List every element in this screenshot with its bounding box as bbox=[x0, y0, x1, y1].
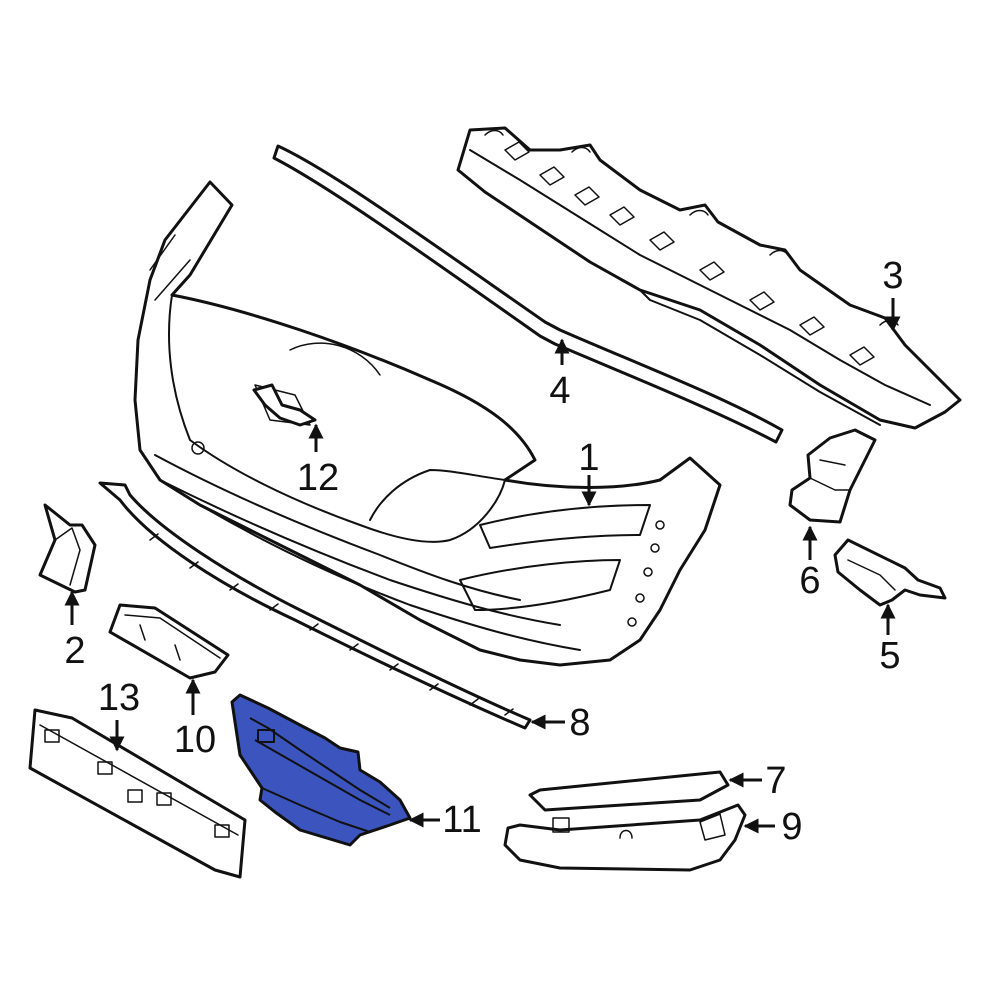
callout-6: 6 bbox=[799, 560, 820, 602]
callout-12: 12 bbox=[297, 457, 339, 499]
callout-11: 11 bbox=[442, 799, 481, 841]
part-2-side-bracket[interactable] bbox=[38, 503, 97, 594]
callout-3: 3 bbox=[882, 255, 903, 297]
callout-4: 4 bbox=[549, 370, 570, 412]
callout-2: 2 bbox=[64, 630, 85, 672]
callout-8: 8 bbox=[569, 702, 590, 744]
part-12-emblem-trim[interactable] bbox=[252, 383, 317, 427]
part-4-molding-strip[interactable] bbox=[272, 144, 784, 444]
part-9-deflector[interactable] bbox=[503, 803, 747, 872]
callout-9: 9 bbox=[781, 806, 802, 848]
part-3-reinforcement[interactable] bbox=[456, 126, 962, 430]
callout-1: 1 bbox=[578, 437, 599, 479]
callout-10: 10 bbox=[174, 719, 216, 761]
part-6-corner-bracket[interactable] bbox=[788, 428, 877, 524]
part-10-center-bracket[interactable] bbox=[108, 603, 230, 680]
callout-13: 13 bbox=[98, 677, 140, 719]
part-1-bumper-cover[interactable] bbox=[133, 180, 722, 667]
part-8-lower-strip[interactable] bbox=[98, 481, 532, 730]
part-11-lower-grille[interactable] bbox=[230, 693, 412, 847]
callout-7: 7 bbox=[765, 760, 786, 802]
part-13-plate-bracket[interactable] bbox=[28, 708, 247, 879]
part-7-trim-strip[interactable] bbox=[528, 770, 730, 812]
callout-5: 5 bbox=[879, 635, 900, 677]
part-5-sensor-bracket[interactable] bbox=[833, 538, 947, 607]
